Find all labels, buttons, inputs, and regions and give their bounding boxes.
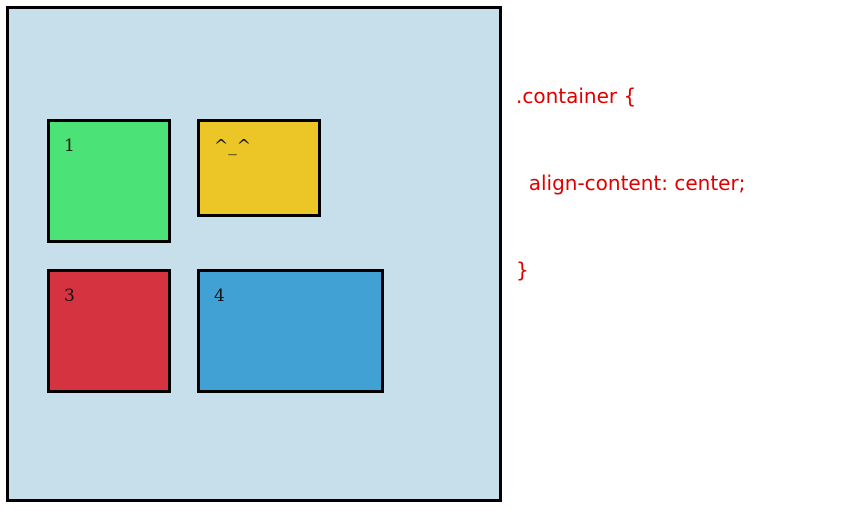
flex-item-label: 4 [214,286,225,306]
flex-item-1: 1 [47,119,171,243]
flex-item-label: ^_^ [214,136,251,156]
css-code-snippet: .container { align-content: center; } [516,24,745,314]
flex-item-4: 4 [197,269,384,393]
flex-item-2: ^_^ [197,119,321,217]
code-line: } [516,258,529,282]
code-line: .container { [516,84,637,108]
flex-container: 1 ^_^ 3 4 [6,6,502,502]
flex-item-3: 3 [47,269,171,393]
flex-item-label: 1 [64,136,75,156]
flex-item-label: 3 [64,286,75,306]
code-line: align-content: center; [516,171,746,195]
